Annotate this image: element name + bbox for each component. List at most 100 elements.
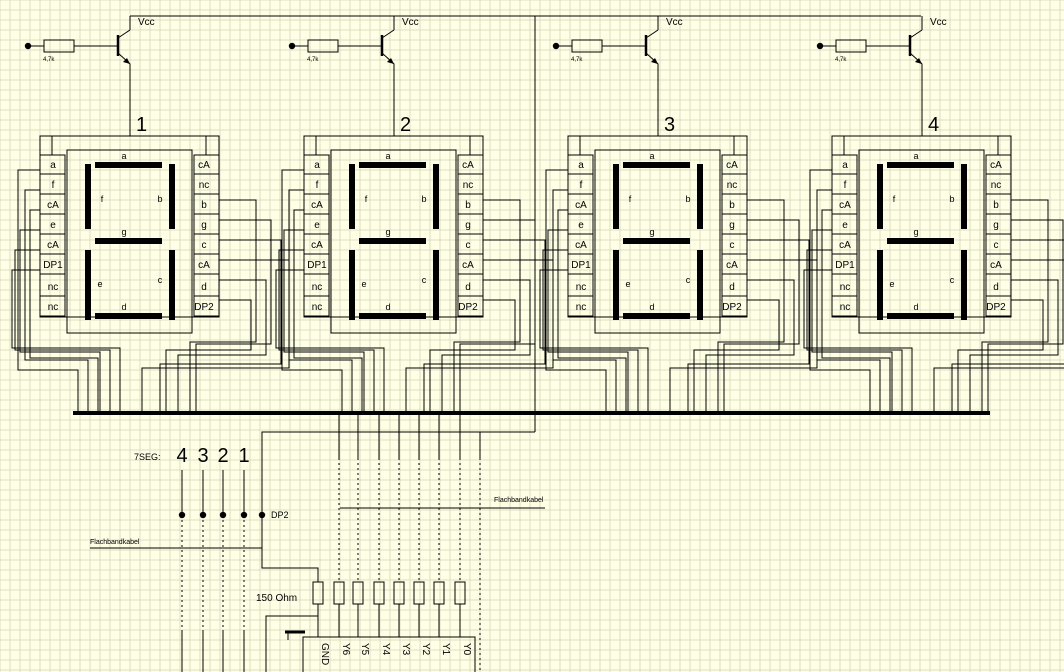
segment-a <box>359 162 426 168</box>
pin-label-left: a <box>578 160 584 171</box>
select-number-3: 3 <box>197 445 208 467</box>
digit-number: 4 <box>928 114 939 136</box>
segment-e <box>85 250 91 320</box>
pin-trace <box>669 259 818 413</box>
segment-label-e: e <box>625 279 630 289</box>
segment-face <box>594 149 721 334</box>
pin-trace <box>453 199 521 413</box>
input-terminal <box>288 42 296 50</box>
segment-c <box>697 250 703 320</box>
segment-label-d: d <box>913 302 918 312</box>
pin-label-left: f <box>844 180 847 191</box>
pin-label-left: DP1 <box>835 260 855 271</box>
segment-g <box>623 238 690 244</box>
pin-label-left: cA <box>311 240 323 251</box>
pin-trace <box>429 299 516 413</box>
pin-trace <box>811 229 893 413</box>
pin-label-left: cA <box>839 240 851 251</box>
segment-e <box>877 250 883 320</box>
pin-trace <box>159 239 282 413</box>
segment-c <box>433 250 439 320</box>
gnd-return-wire <box>265 615 318 672</box>
pin-trace <box>275 269 385 413</box>
pin-label-right: c <box>994 240 999 251</box>
pin-label-left: cA <box>47 240 59 251</box>
port-pin-y2: Y2 <box>420 643 431 656</box>
pin-trace <box>189 199 257 413</box>
pin-trace <box>24 189 89 413</box>
pin-label-right: d <box>729 282 735 293</box>
pin-label-left: nc <box>312 302 323 313</box>
pin-label-left: a <box>842 160 848 171</box>
segment-label-c: c <box>158 275 163 285</box>
pin-label-right: g <box>201 220 207 231</box>
segment-f <box>349 164 355 229</box>
pin-label-left: cA <box>575 240 587 251</box>
vcc-label: Vcc <box>666 17 683 28</box>
segment-label-b: b <box>421 194 426 204</box>
pin-trace <box>987 219 1064 413</box>
port-pin-y1: Y1 <box>440 643 451 656</box>
pin-trace <box>545 169 607 413</box>
pin-trace <box>957 299 1044 413</box>
pin-label-right: d <box>465 282 471 293</box>
pin-label-right: nc <box>991 180 1002 191</box>
series-resistor <box>312 581 324 605</box>
series-resistor <box>433 581 445 605</box>
segment-label-a: a <box>385 151 390 161</box>
pin-trace <box>293 209 363 413</box>
pin-trace <box>951 239 1064 413</box>
select-number-1: 1 <box>238 445 249 467</box>
pin-trace <box>11 269 121 413</box>
segment-label-g: g <box>913 227 918 237</box>
segment-label-e: e <box>361 279 366 289</box>
pin-label-left: nc <box>48 282 59 293</box>
emitter-wire <box>391 61 395 136</box>
port-pin-y5: Y5 <box>359 643 370 656</box>
digit-number: 3 <box>664 114 675 136</box>
pin-trace <box>405 259 554 413</box>
port-connector <box>302 636 476 672</box>
pin-label-left: e <box>578 220 584 231</box>
segment-b <box>169 164 175 229</box>
pin-trace <box>981 199 1049 413</box>
segment-f <box>85 164 91 229</box>
segment-label-e: e <box>97 279 102 289</box>
pin-label-right: nc <box>463 180 474 191</box>
input-terminal <box>552 42 560 50</box>
pin-label-left: DP1 <box>571 260 591 271</box>
pin-trace <box>141 259 290 413</box>
vcc-label: Vcc <box>930 17 947 28</box>
series-resistor <box>413 581 425 605</box>
pin-label-right: c <box>730 240 735 251</box>
base-resistor-label: 4,7k <box>43 57 55 63</box>
pin-trace <box>17 169 79 413</box>
segment-label-g: g <box>121 227 126 237</box>
pin-label-left: nc <box>576 302 587 313</box>
series-resistor <box>393 581 405 605</box>
pin-label-right: cA <box>462 260 474 271</box>
pin-label-left: cA <box>839 200 851 211</box>
segment-face <box>858 149 985 334</box>
segment-a <box>623 162 690 168</box>
pin-label-right: DP2 <box>458 302 478 313</box>
pin-label-left: e <box>842 220 848 231</box>
pin-trace <box>547 229 629 413</box>
digit-number: 1 <box>136 114 147 136</box>
pin-label-left: cA <box>575 200 587 211</box>
pin-trace <box>933 259 1064 413</box>
pin-label-right: DP2 <box>194 302 214 313</box>
segment-face <box>66 149 193 334</box>
segment-b <box>961 164 967 229</box>
segment-label-b: b <box>949 194 954 204</box>
vcc-label: Vcc <box>402 17 419 28</box>
base-resistor-label: 4,7k <box>835 57 847 63</box>
input-terminal <box>24 42 32 50</box>
pin-trace <box>552 189 617 413</box>
pin-trace <box>441 279 531 413</box>
dp2-wire <box>261 515 319 582</box>
pin-label-right: c <box>466 240 471 251</box>
pin-trace <box>539 269 649 413</box>
pin-trace <box>693 299 780 413</box>
